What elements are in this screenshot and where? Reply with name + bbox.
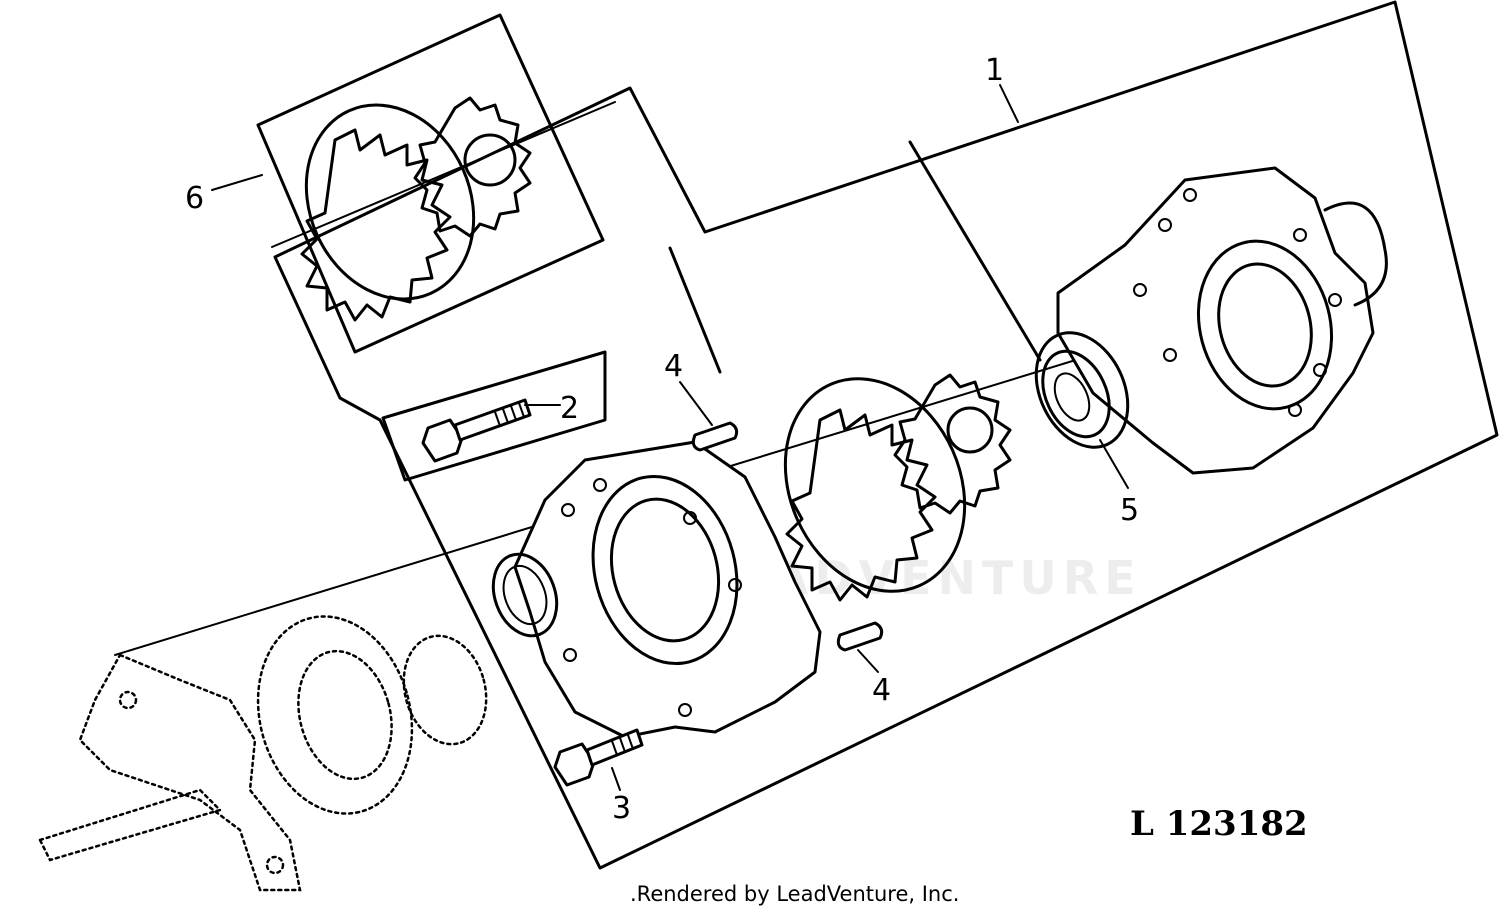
- callout-4-upper: 4: [664, 349, 683, 384]
- reference-number: L 123182: [1130, 804, 1308, 844]
- oil-seal-5: [1034, 331, 1130, 449]
- bolt-frame-2: [381, 350, 607, 482]
- outer-rotor-kit: [300, 103, 476, 322]
- callout-5: 5: [1120, 493, 1139, 528]
- leader-6: [211, 174, 263, 191]
- leader-5: [1099, 439, 1129, 489]
- pump-cover: [491, 440, 822, 739]
- axis-upper: [271, 101, 616, 248]
- inner-panel-line: [908, 140, 1042, 362]
- leader-4b: [857, 649, 879, 673]
- leader-3: [611, 767, 621, 791]
- footer-credit: .Rendered by LeadVenture, Inc.: [630, 882, 960, 906]
- kit-frame-6: [256, 13, 605, 354]
- inner-panel-line-2: [668, 246, 722, 374]
- ghost-crankshaft: [38, 653, 302, 892]
- outer-rotor: [783, 377, 967, 602]
- cap-screw-3: [553, 728, 644, 787]
- leader-1: [999, 84, 1019, 123]
- dowel-pin-lower: [836, 621, 884, 652]
- callout-6: 6: [185, 181, 204, 216]
- leader-4a: [679, 381, 713, 426]
- assembly-frame-1: [273, 0, 1499, 870]
- ghost-gear: [256, 615, 488, 815]
- callout-3: 3: [612, 791, 631, 826]
- callout-1: 1: [985, 53, 1004, 88]
- dowel-pin-upper: [691, 421, 739, 452]
- cap-screw-2: [421, 398, 532, 463]
- callout-2: 2: [560, 391, 579, 426]
- inner-rotor: [893, 373, 1012, 515]
- pump-body-housing: [1056, 166, 1388, 475]
- callout-4-lower: 4: [872, 673, 891, 708]
- inner-rotor-kit: [413, 96, 532, 238]
